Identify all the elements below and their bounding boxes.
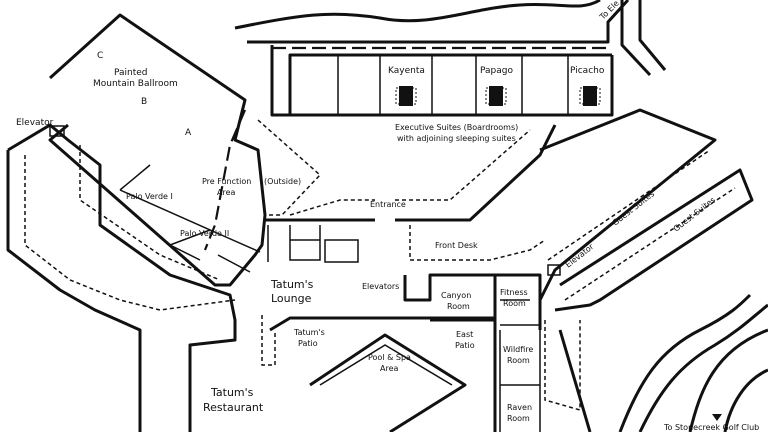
label-restaurant-2: Restaurant [203, 401, 264, 414]
guest-suites-wing [538, 108, 754, 432]
executive-suites [270, 45, 614, 117]
label-guest-suites-1: Guest Suites [611, 189, 656, 227]
road-golf-club [618, 293, 768, 432]
label-pre-function-2: Area [217, 188, 236, 197]
label-tatums-patio-1: Tatum's [293, 328, 325, 337]
label-raven-1: Raven [507, 403, 532, 412]
direction-arrow-icon [712, 414, 722, 421]
label-raven-2: Room [507, 414, 530, 423]
label-picacho: Picacho [570, 66, 605, 76]
label-ballroom-name-2: Mountain Ballroom [93, 79, 178, 89]
label-fitness-1: Fitness [500, 288, 528, 297]
label-restaurant-1: Tatum's [210, 386, 254, 399]
label-pre-function-1: Pre Function [202, 177, 251, 186]
label-ballroom-c: C [97, 51, 103, 61]
label-elevator-left: Elevator [16, 118, 54, 128]
label-papago: Papago [480, 66, 513, 76]
label-palo-verde-1: Palo Verde I [126, 192, 173, 201]
label-golf-club: To Stonecreek Golf Club [663, 423, 759, 432]
boardroom-table-icon [485, 86, 507, 106]
central-building [261, 124, 557, 432]
label-exec-suites-2: with adjoining sleeping suites [397, 134, 516, 143]
label-pool-1: Pool & Spa [368, 353, 411, 362]
label-east-patio-1: East [456, 330, 473, 339]
labels: To Ele C Painted Mountain Ballroom B A E… [16, 0, 759, 432]
boardroom-table-icon [395, 86, 417, 106]
label-entrance: Entrance [370, 200, 406, 209]
boardroom-table-icon [579, 86, 601, 106]
label-wildfire-2: Room [507, 356, 530, 365]
label-kayenta: Kayenta [388, 66, 425, 76]
label-exec-suites-1: Executive Suites (Boardrooms) [395, 123, 518, 132]
ballroom-wing [6, 13, 322, 432]
label-wildfire-1: Wildfire [503, 345, 533, 354]
label-canyon-1: Canyon [441, 291, 471, 300]
label-fitness-2: Room [503, 299, 526, 308]
label-pool-2: Area [380, 364, 399, 373]
label-tatums-patio-2: Patio [298, 339, 318, 348]
label-east-patio-2: Patio [455, 341, 475, 350]
road-top [234, 0, 667, 77]
label-canyon-2: Room [447, 302, 470, 311]
label-ballroom-a: A [185, 128, 192, 138]
label-ballroom-b: B [141, 97, 147, 107]
label-palo-verde-2: Palo Verde II [180, 229, 229, 238]
label-ballroom-name-1: Painted [114, 68, 148, 78]
label-tatums-lounge-2: Lounge [271, 292, 312, 305]
label-outside: (Outside) [264, 177, 301, 186]
label-tatums-lounge-1: Tatum's [270, 278, 314, 291]
label-elevators: Elevators [362, 282, 399, 291]
label-front-desk: Front Desk [435, 241, 478, 250]
